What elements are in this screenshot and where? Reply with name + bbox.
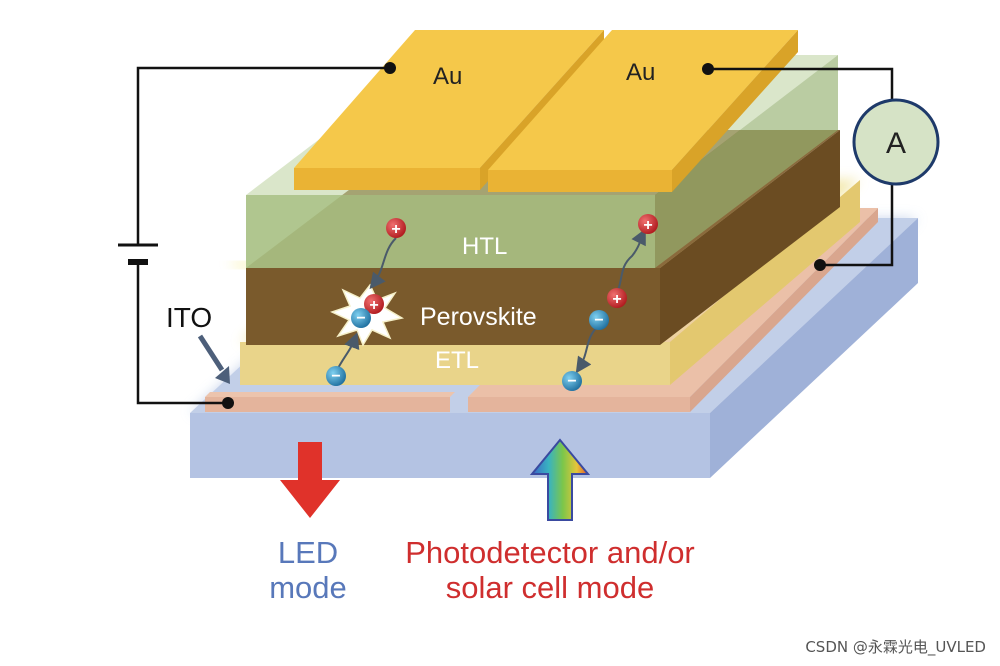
caption-led-line1: LED [277,535,339,570]
svg-text:+: + [391,221,400,238]
electron-particle: − [326,366,346,386]
svg-text:−: − [331,368,340,385]
electron-particle: − [351,308,371,328]
label-au-left: Au [433,63,462,90]
battery-icon [118,243,158,265]
hole-particle: + [386,218,406,238]
svg-text:−: − [567,373,576,390]
label-etl: ETL [435,347,479,374]
ammeter-label: A [886,127,906,160]
incident-light-arrow-icon [529,438,591,521]
electron-particle: − [562,371,582,391]
electron-particle: − [589,310,609,330]
caption-pd-line1: Photodetector and/or [405,535,695,570]
svg-text:−: − [594,312,603,329]
caption-led-line2: mode [269,569,347,605]
hole-particle: + [607,288,627,308]
circuit-wires [136,66,894,405]
watermark: CSDN @永霖光电_UVLED [805,638,986,656]
svg-text:+: + [643,217,652,234]
label-ito: ITO [166,302,212,333]
svg-text:+: + [369,297,378,314]
label-perovskite: Perovskite [420,303,537,331]
ito-pointer-arrow [197,334,230,384]
terminal-dots [222,62,826,409]
led-emission-arrow-icon [280,442,340,518]
svg-text:+: + [612,291,621,308]
caption-led-mode: LED mode [238,535,378,605]
hole-particle: + [364,294,384,314]
label-htl: HTL [462,233,507,260]
caption-pd-line2: solar cell mode [445,569,655,605]
label-au-right: Au [626,59,655,86]
svg-text:−: − [356,310,365,327]
ammeter-icon: A [852,98,940,186]
caption-photodetector-mode: Photodetector and/or solar cell mode [360,535,740,605]
gold-electrode-right [488,30,798,192]
hole-particle: + [638,214,658,234]
